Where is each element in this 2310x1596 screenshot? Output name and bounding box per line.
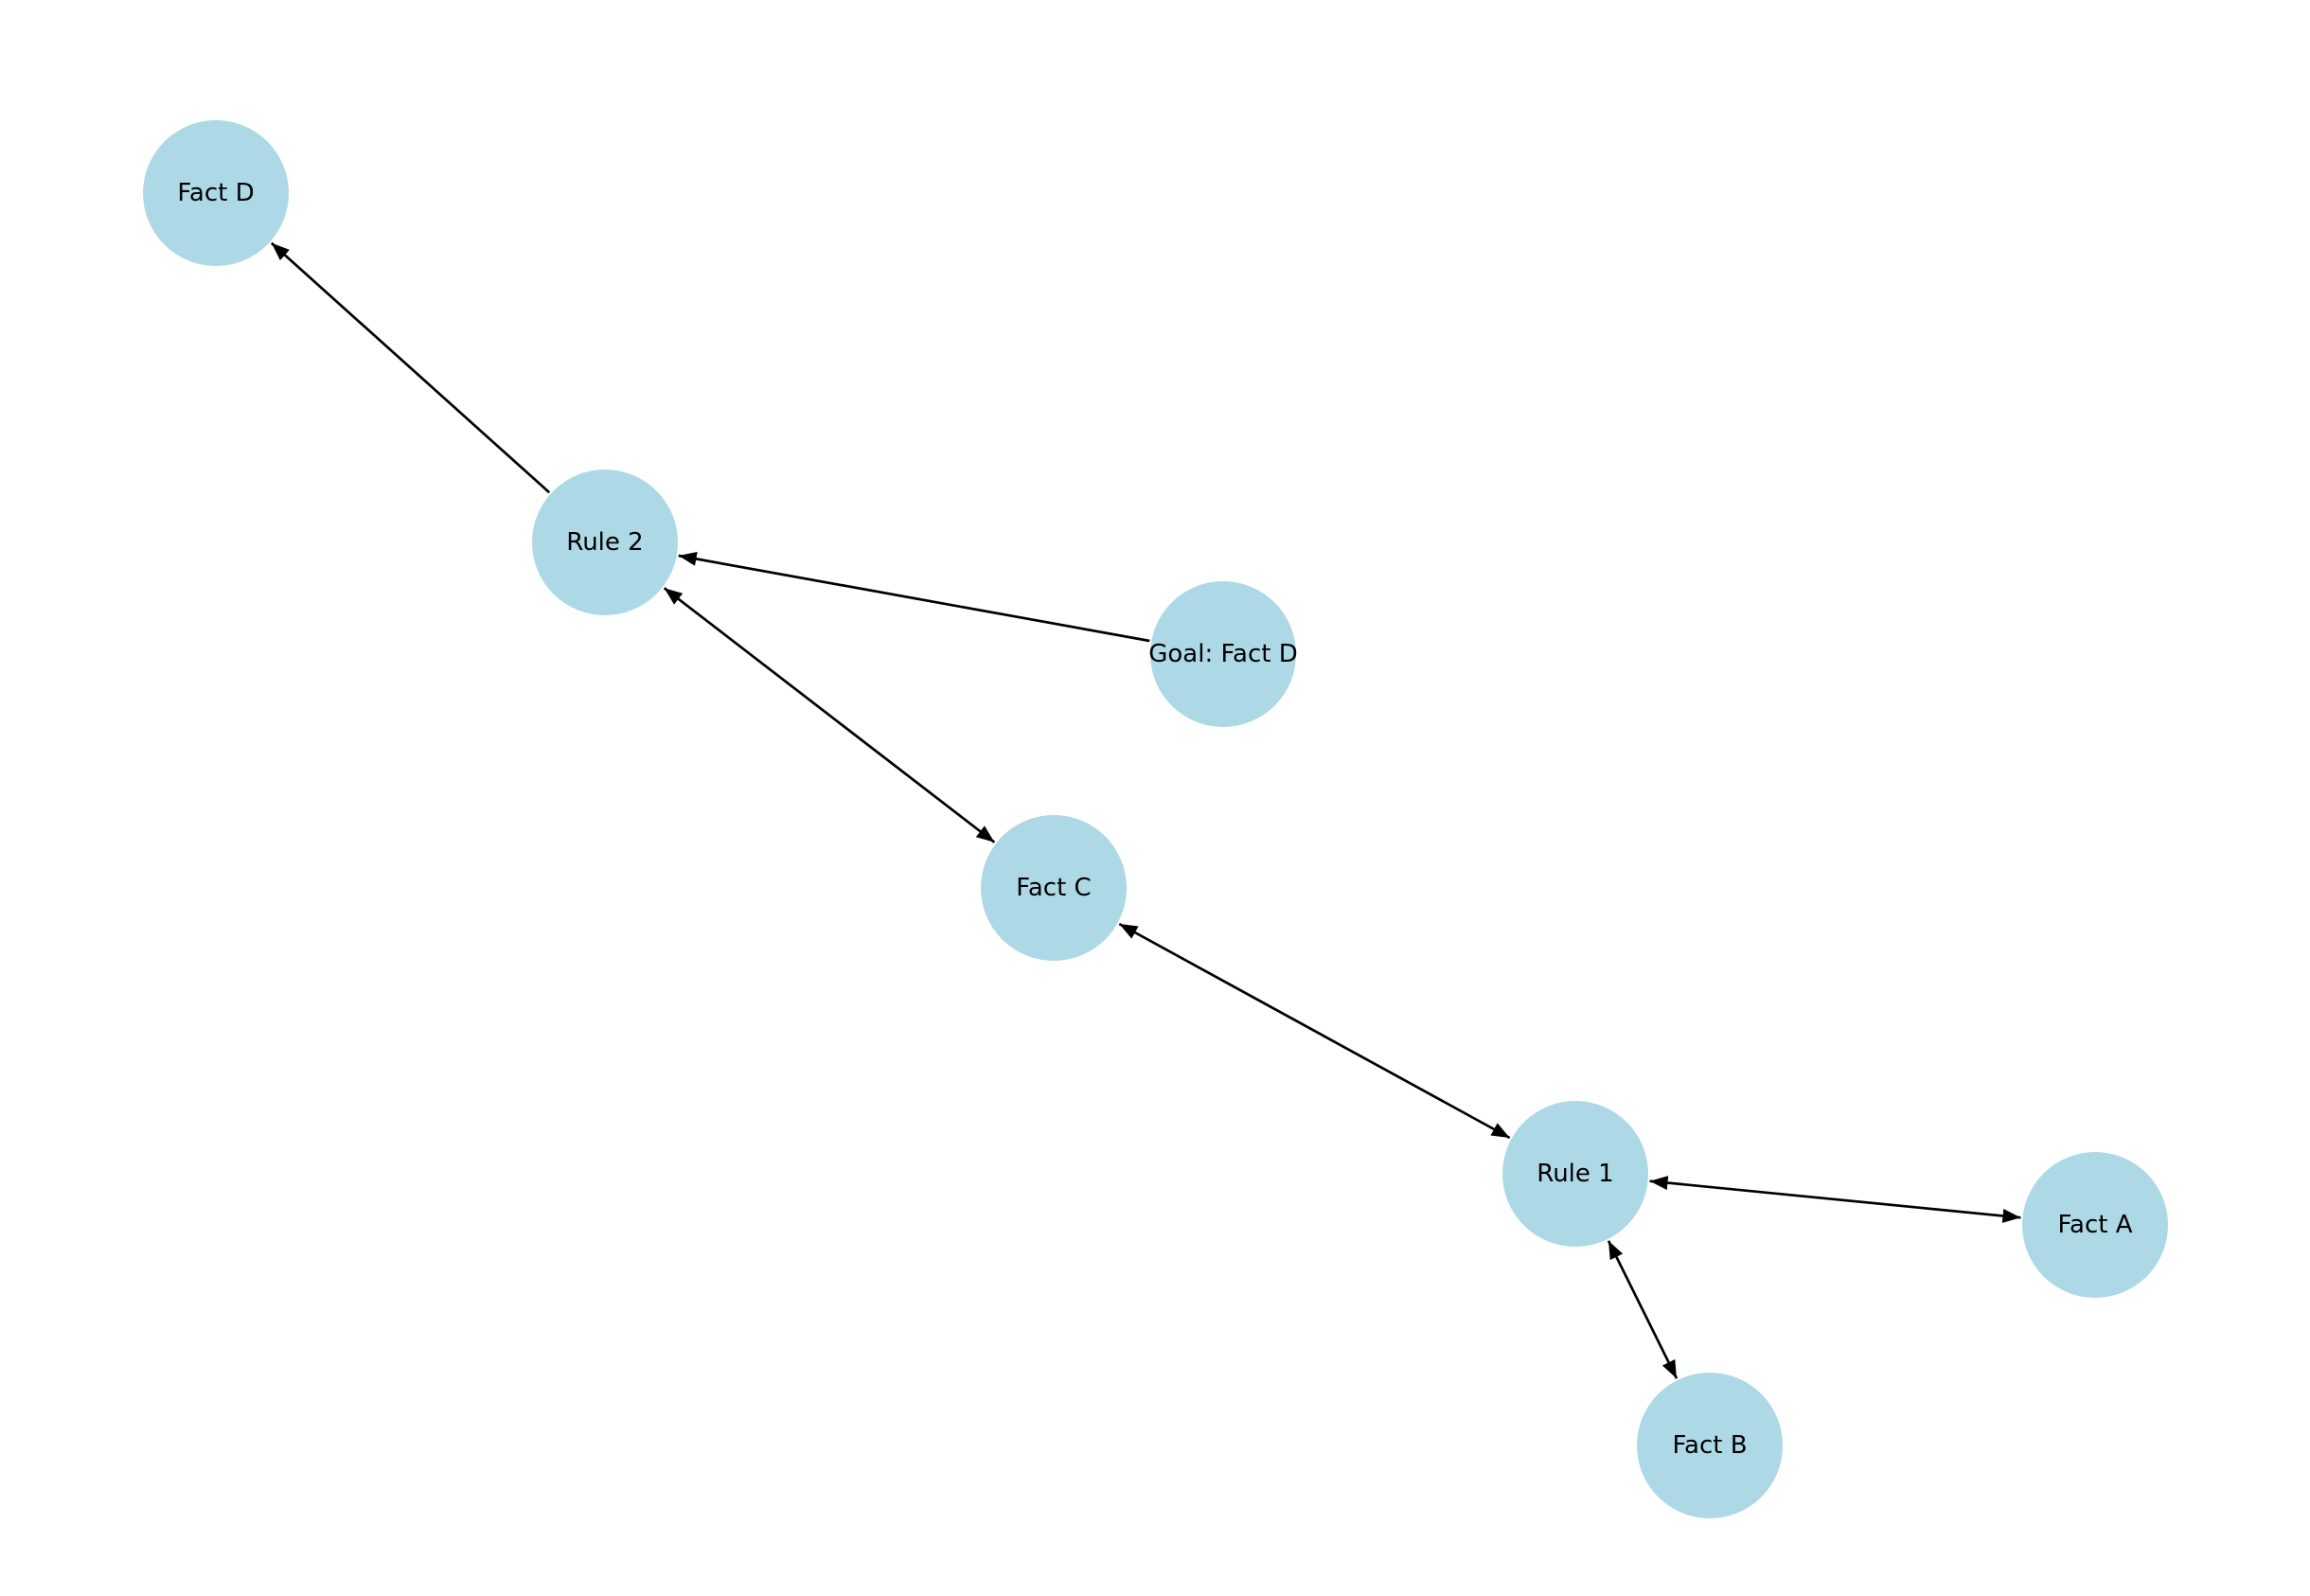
node-rule-2: Rule 2 xyxy=(532,470,678,615)
node-label-fact-d: Fact D xyxy=(177,179,254,207)
edge-rule-2-to-fact-d xyxy=(270,241,551,494)
edge-fact-c-to-rule-1 xyxy=(1118,922,1511,1140)
node-goal-fact-d: Goal: Fact D xyxy=(1148,581,1298,727)
edge-rule-2-to-fact-c xyxy=(663,587,996,843)
node-label-fact-b: Fact B xyxy=(1672,1431,1747,1460)
edge-rule-1-to-fact-b xyxy=(1607,1240,1679,1379)
node-circle-fact-c xyxy=(981,815,1127,961)
node-circle-fact-a xyxy=(2022,1152,2168,1298)
node-label-goal-fact-d: Goal: Fact D xyxy=(1148,640,1298,668)
edge-rule-1-to-fact-a xyxy=(1649,1176,2021,1223)
node-label-rule-2: Rule 2 xyxy=(566,528,643,557)
node-circle-rule-2 xyxy=(532,470,678,615)
node-label-fact-c: Fact C xyxy=(1016,874,1091,902)
node-circle-fact-d xyxy=(143,120,289,266)
node-rule-1: Rule 1 xyxy=(1502,1101,1648,1247)
nodes-layer: Fact D Rule 2 Goal: Fact D Fact C Rule 1 Fact… xyxy=(143,120,2168,1518)
node-circle-fact-b xyxy=(1637,1373,1783,1518)
node-fact-a: Fact A xyxy=(2022,1152,2168,1298)
node-circle-rule-1 xyxy=(1502,1101,1648,1247)
node-fact-b: Fact B xyxy=(1637,1373,1783,1518)
node-label-rule-1: Rule 1 xyxy=(1537,1160,1613,1188)
node-label-fact-a: Fact A xyxy=(2057,1211,2132,1239)
node-circle-goal-fact-d xyxy=(1150,581,1296,727)
edge-goal-fact-d-to-rule-2 xyxy=(678,552,1150,643)
edges-layer xyxy=(270,241,2021,1379)
node-fact-c: Fact C xyxy=(981,815,1127,961)
node-fact-d: Fact D xyxy=(143,120,289,266)
